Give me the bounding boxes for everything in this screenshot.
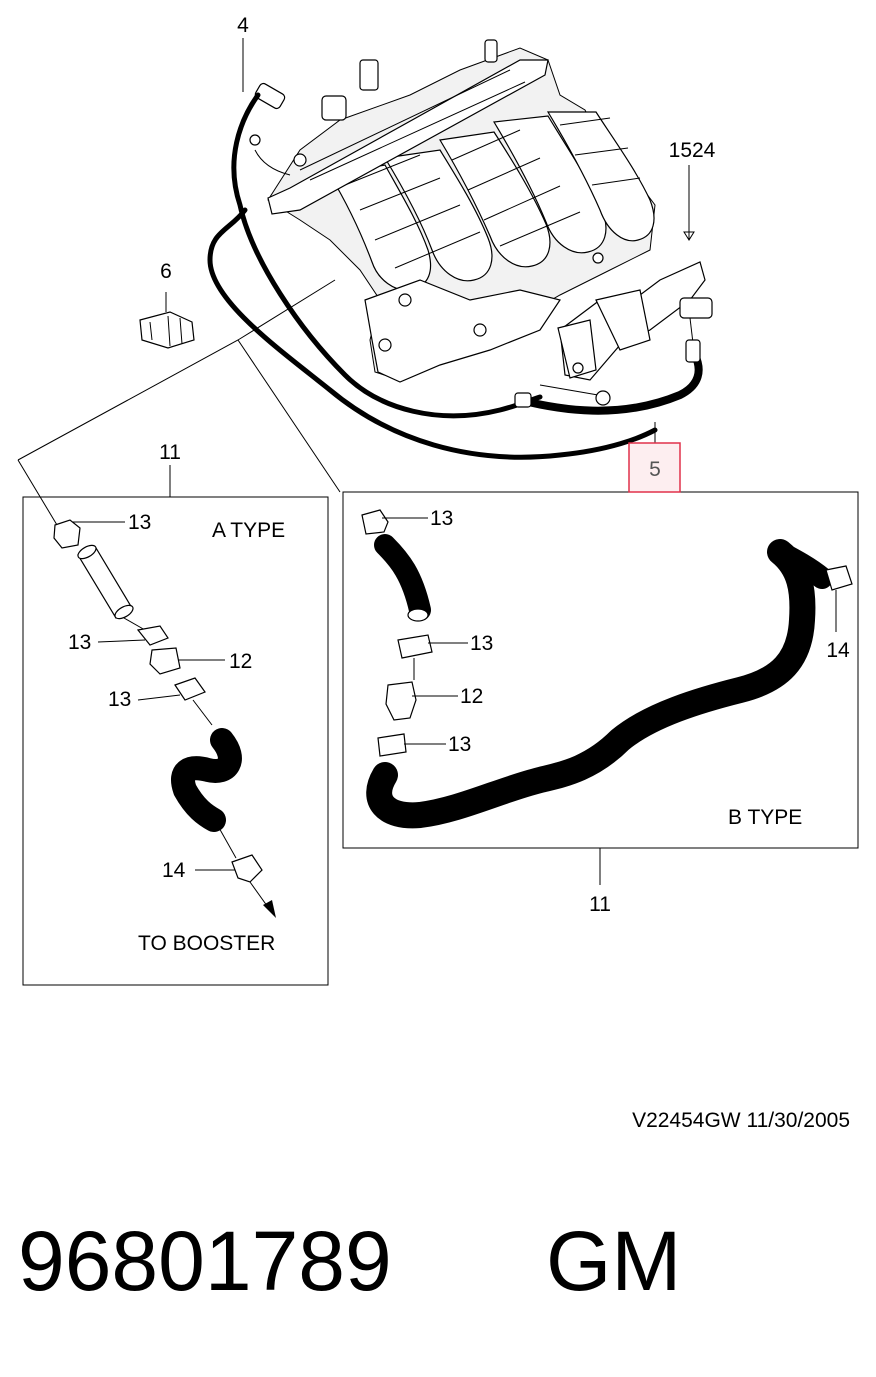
callout-11-a[interactable]: 11	[159, 441, 181, 464]
callout-a-13-low[interactable]: 13	[108, 688, 131, 711]
panel-a-type	[22, 496, 329, 986]
callout-a-13-top[interactable]: 13	[128, 511, 151, 534]
panel-a-parts[interactable]	[53, 519, 276, 918]
highlight-callout-5[interactable]	[628, 442, 681, 493]
callout-a-13-mid[interactable]: 13	[68, 631, 91, 654]
callout-a-14[interactable]: 14	[162, 859, 186, 882]
to-booster-label: TO BOOSTER	[138, 932, 275, 955]
callout-5[interactable]: 5	[649, 458, 661, 481]
footer: V22454GW 11/30/2005 96801789 GM	[18, 1109, 850, 1308]
callout-b-13-mid[interactable]: 13	[470, 632, 493, 655]
panel-a-title: A TYPE	[212, 519, 285, 542]
callout-1524[interactable]: 1524	[669, 139, 716, 162]
panel-b-title: B TYPE	[728, 806, 802, 829]
clip-part-6[interactable]	[139, 292, 195, 349]
panel-b-parts[interactable]	[361, 509, 853, 829]
callout-11-b[interactable]: 11	[589, 893, 611, 916]
panel-b-type	[342, 491, 859, 849]
hose-assembly-5[interactable]	[207, 92, 703, 460]
brand-name: GM	[546, 1214, 681, 1308]
drawing-code: V22454GW 11/30/2005	[632, 1109, 850, 1132]
callout-b-12[interactable]: 12	[460, 685, 483, 708]
callout-b-13-top[interactable]: 13	[430, 507, 453, 530]
callout-b-13-low[interactable]: 13	[448, 733, 471, 756]
callout-a-12[interactable]: 12	[229, 650, 252, 673]
callout-6[interactable]: 6	[160, 260, 172, 283]
callout-labels: 4 1524 6 5 11 11 13 13 12 13 14 13 13 12…	[68, 14, 850, 955]
intake-manifold[interactable]	[249, 39, 713, 406]
callout-4[interactable]: 4	[237, 14, 249, 37]
leader-lines	[17, 38, 695, 885]
part-number: 96801789	[18, 1214, 392, 1308]
callout-b-14[interactable]: 14	[826, 639, 850, 662]
